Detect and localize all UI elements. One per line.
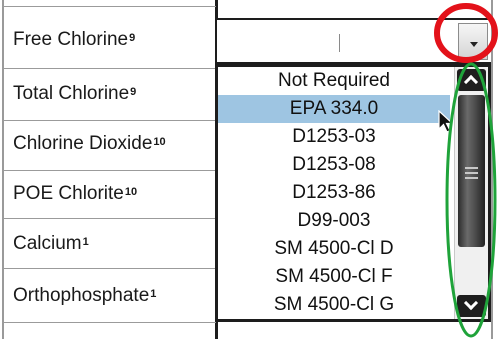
footnote-marker: 9 [129, 32, 136, 44]
grip-line [465, 177, 478, 179]
method-select[interactable] [217, 18, 491, 64]
row-label-text: POE Chlorite [13, 183, 124, 204]
row-divider [2, 218, 216, 219]
dropdown-option-not-required[interactable]: Not Required [278, 70, 390, 91]
row-divider [2, 6, 216, 7]
grip-line [465, 167, 478, 169]
dropdown-toggle-button[interactable] [458, 23, 488, 60]
table-right-border [491, 0, 493, 339]
footnote-marker: 10 [153, 136, 166, 148]
dropdown-option-sm-4500-cl-f[interactable]: SM 4500-Cl F [275, 266, 393, 287]
chevron-up-icon [463, 74, 479, 90]
row-divider [2, 322, 216, 323]
row-divider [2, 170, 216, 171]
text-caret [339, 34, 340, 52]
row-label-text: Total Chlorine [13, 83, 130, 104]
dropdown-option-epa-334-0[interactable]: EPA 334.0 [218, 95, 450, 123]
dropdown-option-d1253-03[interactable]: D1253-03 [292, 126, 376, 147]
scrollbar-thumb[interactable] [458, 95, 485, 247]
chevron-down-icon [463, 295, 479, 311]
row-label-text: Free Chlorine [13, 29, 129, 50]
scroll-up-button[interactable] [457, 69, 486, 91]
dropdown-option-d1253-86[interactable]: D1253-86 [292, 182, 376, 203]
row-divider [2, 120, 216, 121]
footnote-marker: 9 [130, 86, 137, 98]
row-label-text: Chlorine Dioxide [13, 133, 153, 154]
dropdown-option-d99-003[interactable]: D99-003 [297, 210, 371, 231]
chevron-down-icon [470, 42, 478, 47]
grip-line [465, 172, 478, 174]
scroll-down-button[interactable] [457, 295, 486, 317]
row-divider [2, 68, 216, 69]
dropdown-option-sm-4500-cl-d[interactable]: SM 4500-Cl D [274, 238, 394, 259]
row-divider [2, 268, 216, 269]
row-label-text: Orthophosphate [13, 285, 150, 306]
mouse-pointer-icon [438, 110, 454, 133]
footnote-marker: 10 [124, 186, 138, 198]
dropdown-option-d1253-08[interactable]: D1253-08 [292, 154, 376, 175]
footnote-marker: 1 [150, 288, 157, 300]
row-label-text: Calcium [13, 233, 82, 254]
table-left-border [2, 0, 4, 339]
dropdown-option-sm-4500-cl-g[interactable]: SM 4500-Cl G [273, 294, 395, 315]
method-dropdown-list[interactable]: Not Required EPA 334.0 D1253-03 D1253-08… [215, 64, 491, 322]
dropdown-scrollbar[interactable] [454, 67, 488, 319]
footnote-marker: 1 [82, 236, 89, 248]
